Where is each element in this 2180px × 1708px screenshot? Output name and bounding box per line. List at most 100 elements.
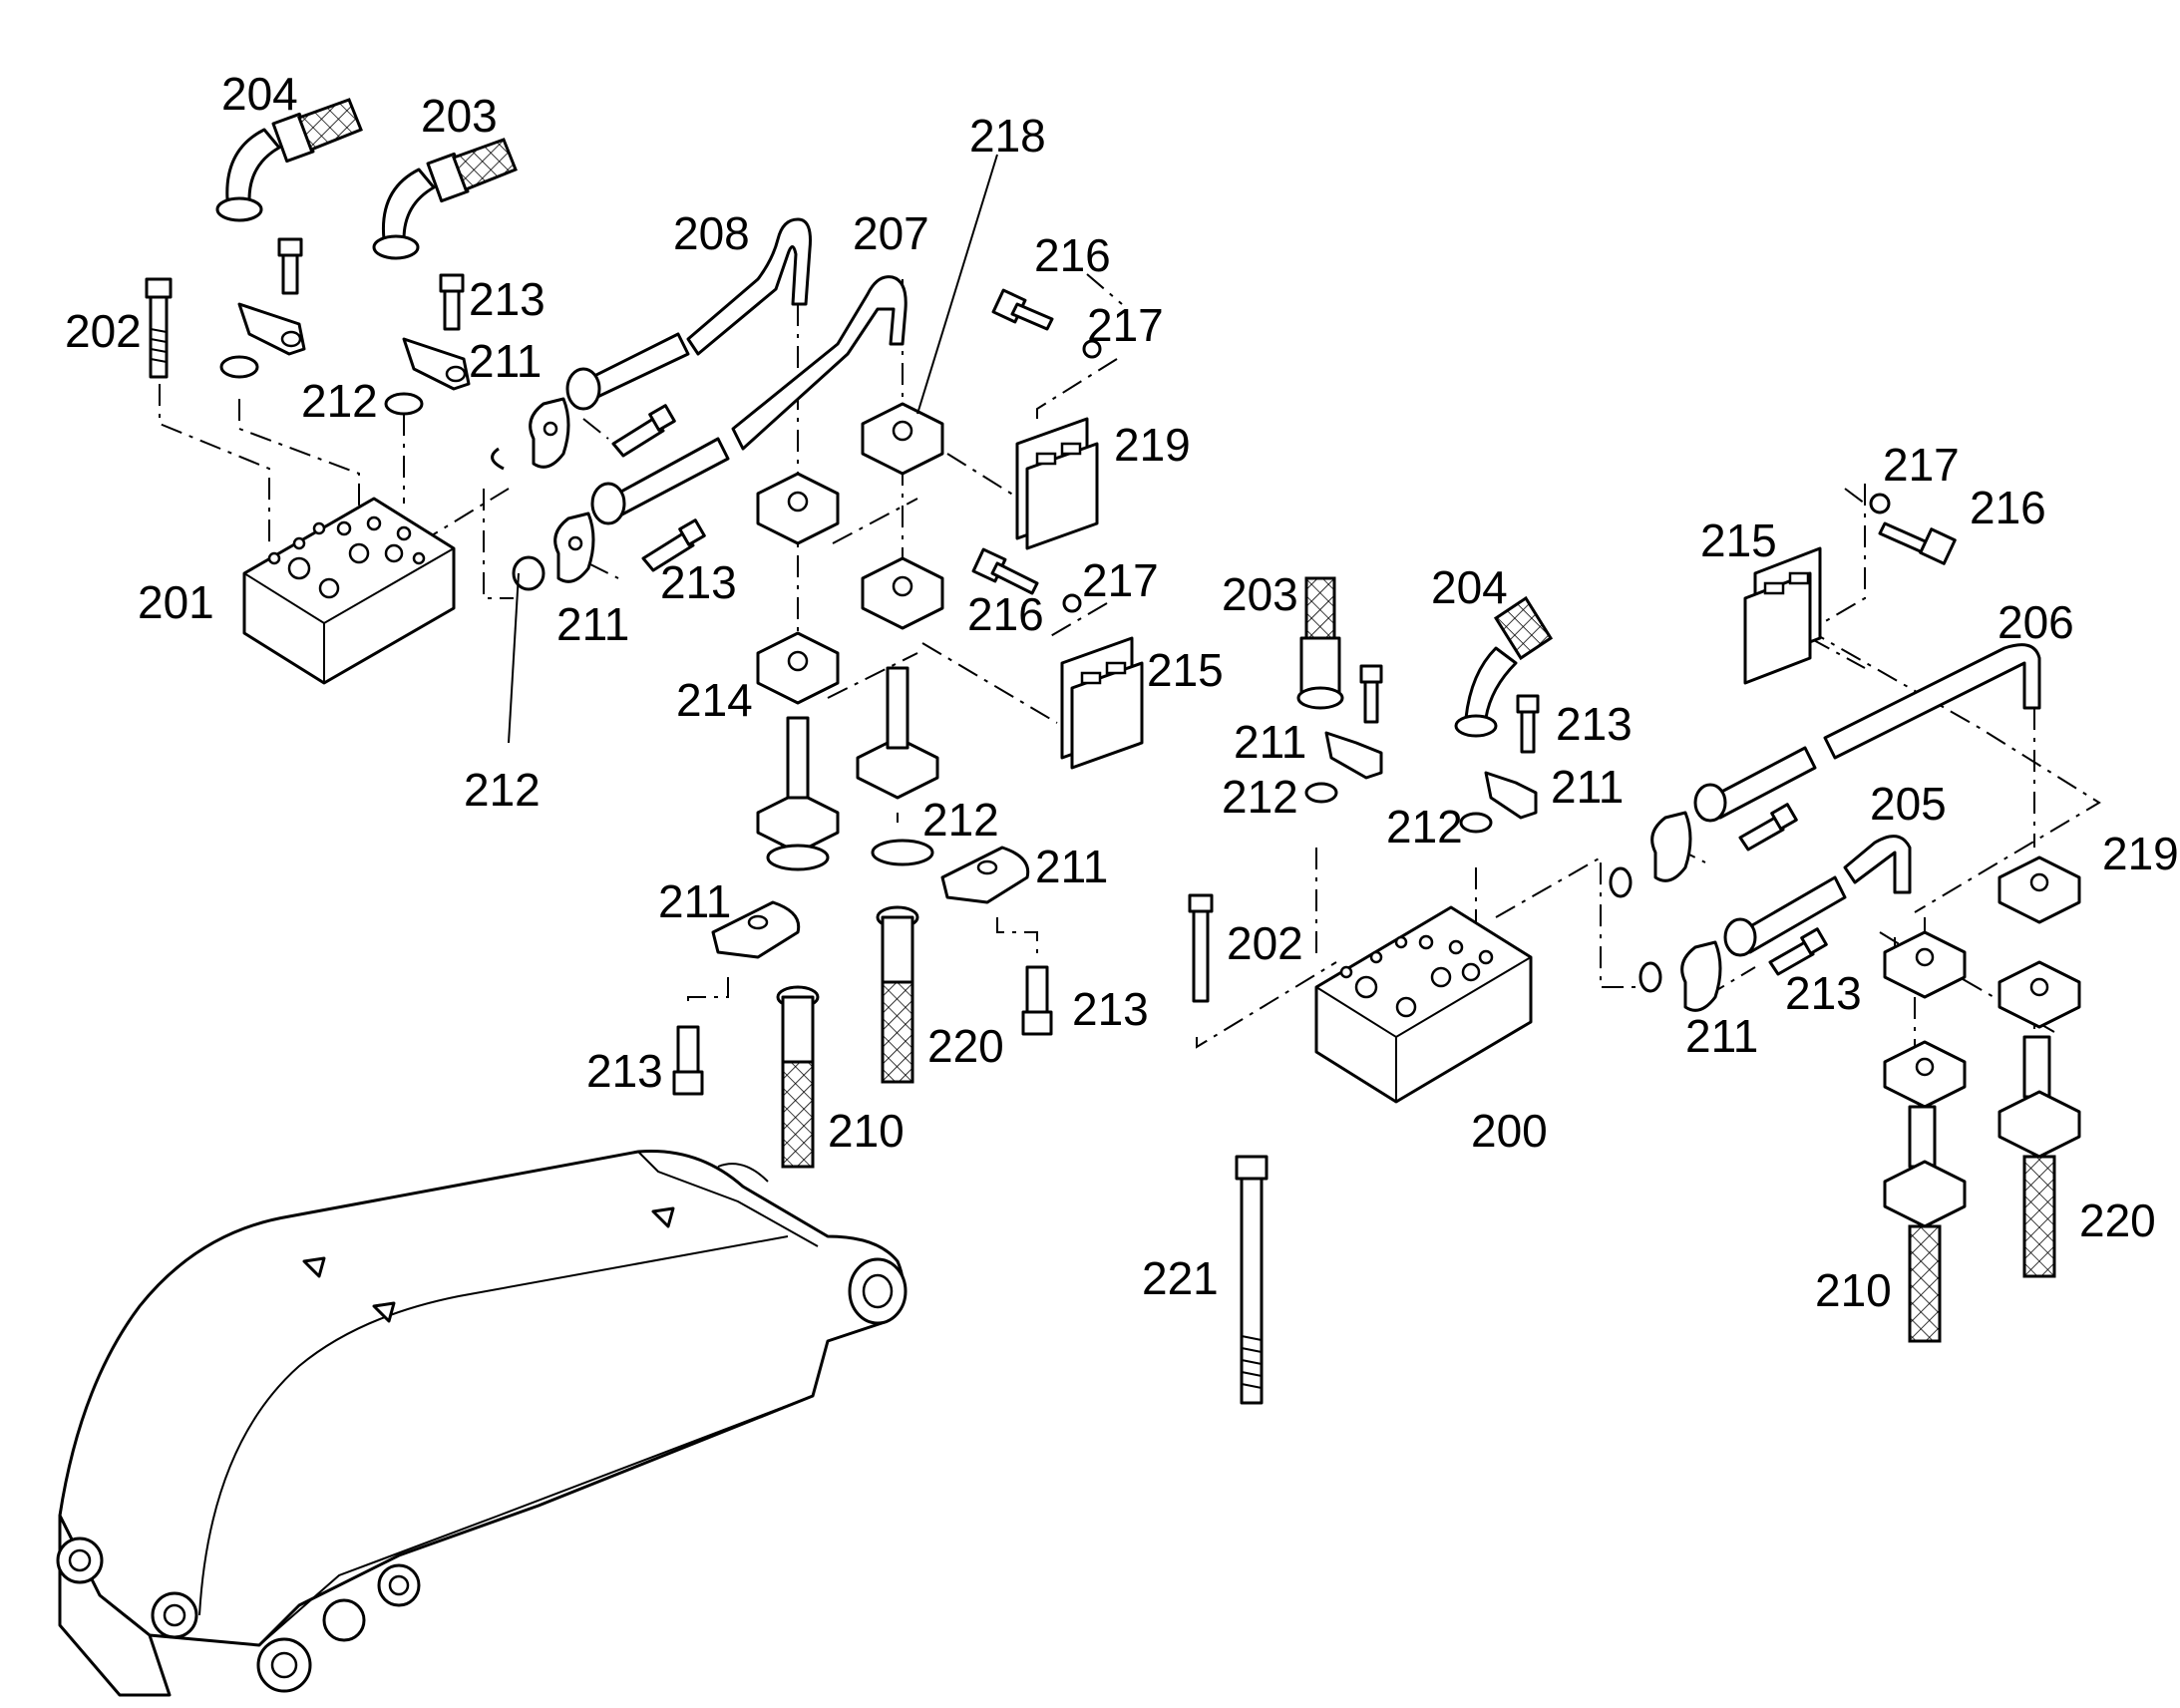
clamp-block-218-b [861, 556, 944, 630]
screw-213-right-c [1738, 803, 1798, 852]
hose-210-left [776, 985, 820, 1169]
tube-208 [565, 217, 812, 411]
o-ring-212-right-b [1459, 812, 1493, 834]
label-213: 213 [1785, 967, 1862, 1019]
screw-202-left [145, 277, 173, 379]
label-202: 202 [1227, 917, 1303, 969]
screw-202-right [1188, 893, 1214, 1003]
o-ring-right-c [1609, 866, 1633, 898]
clamp-block-219-right-d [1883, 1040, 1967, 1109]
clamp-211-top-b [402, 337, 471, 391]
clamp-211-right-a [1324, 731, 1383, 780]
label-219: 219 [2102, 828, 2179, 879]
o-ring-212-right-a [1304, 782, 1338, 804]
tube-205 [1723, 835, 1912, 957]
flange-211-left-b [553, 512, 595, 583]
clamp-block-214-a [756, 472, 840, 545]
clamp-block-219-right-c [1998, 960, 2081, 1029]
bolt-221 [1235, 1155, 1269, 1405]
hose-elbow-203-top [372, 138, 518, 260]
bracket-215-right [1743, 546, 1822, 685]
flange-210-left [756, 716, 840, 854]
o-ring-212-lower-a [766, 844, 830, 871]
o-ring-212-lower-b [871, 839, 934, 866]
o-ring-212-c [512, 555, 545, 591]
label-220: 220 [927, 1020, 1004, 1072]
hose-220-right [1998, 1035, 2081, 1278]
label-213: 213 [660, 556, 737, 608]
tube-206 [1693, 643, 2041, 823]
label-206: 206 [1998, 596, 2074, 648]
hose-210-right [1883, 1105, 1967, 1343]
label-214: 214 [676, 674, 753, 726]
bolt-216-left-b [971, 547, 1039, 595]
label-210: 210 [1815, 1264, 1892, 1316]
clamp-block-219-right-a [1998, 855, 2081, 924]
label-217: 217 [1082, 554, 1159, 606]
o-ring-212-a [219, 355, 259, 379]
label-212: 212 [922, 794, 999, 846]
callout-lines [508, 154, 998, 744]
screw-213-mid-b [641, 518, 706, 572]
clamp-block-218-a [861, 402, 944, 476]
clamp-half-211-lower-b [940, 846, 1030, 904]
label-218: 218 [969, 110, 1046, 162]
hose-elbow-204-top [215, 98, 363, 222]
label-210: 210 [828, 1105, 905, 1157]
bracket-219-left [1015, 417, 1099, 550]
label-217: 217 [1883, 439, 1960, 491]
o-ring-small-a [491, 447, 505, 471]
screw-213-right-d [1768, 927, 1828, 976]
screw-213-right-b [1516, 694, 1540, 754]
washer-217-right [1869, 493, 1891, 514]
washer-217-left-a [1082, 339, 1102, 359]
flange-220-left [856, 666, 939, 800]
label-215: 215 [1700, 514, 1777, 566]
label-216: 216 [1970, 482, 2046, 533]
flange-211-right-a [1650, 811, 1692, 882]
label-212: 212 [1386, 801, 1463, 853]
boom-arm [56, 1149, 908, 1697]
label-216: 216 [967, 588, 1044, 640]
o-ring-right-d [1638, 961, 1662, 993]
label-204: 204 [221, 68, 298, 120]
clamp-211-top-a [237, 302, 306, 356]
clamp-block-219-right-b [1883, 930, 1967, 999]
screw-213-lower-a [672, 1025, 704, 1096]
label-213: 213 [469, 273, 545, 325]
label-211: 211 [556, 598, 629, 650]
label-216: 216 [1034, 229, 1111, 281]
flange-211-right-b [1680, 940, 1722, 1012]
screw-213-right-a [1359, 664, 1383, 724]
label-204: 204 [1431, 561, 1508, 613]
label-213: 213 [1556, 698, 1633, 750]
label-203: 203 [421, 90, 498, 142]
label-212: 212 [464, 764, 541, 816]
label-215: 215 [1147, 644, 1224, 696]
label-219: 219 [1114, 419, 1191, 471]
label-211: 211 [1551, 761, 1624, 813]
screw-213-lower-b [1021, 965, 1053, 1036]
clamp-block-214-b [756, 631, 840, 705]
clamp-211-right-b [1484, 771, 1538, 820]
label-220: 220 [2079, 1195, 2156, 1246]
label-211: 211 [1685, 1010, 1758, 1062]
clamp-half-211-lower-a [711, 900, 801, 959]
label-208: 208 [673, 207, 750, 259]
label-211: 211 [1035, 841, 1108, 892]
o-ring-212-b [384, 392, 424, 416]
label-212: 212 [301, 375, 378, 427]
tube-207 [590, 275, 908, 525]
block-201 [242, 497, 456, 685]
hose-203-right [1296, 576, 1344, 710]
hose-220-left [876, 905, 919, 1084]
flange-211-left-a [529, 397, 570, 469]
bolt-216-left-a [991, 288, 1054, 331]
label-211: 211 [469, 335, 542, 387]
label-221: 221 [1142, 1252, 1219, 1304]
label-217: 217 [1087, 299, 1164, 351]
screw-213-top-a [277, 237, 303, 295]
hose-204-right [1454, 595, 1554, 738]
label-205: 205 [1870, 778, 1947, 830]
